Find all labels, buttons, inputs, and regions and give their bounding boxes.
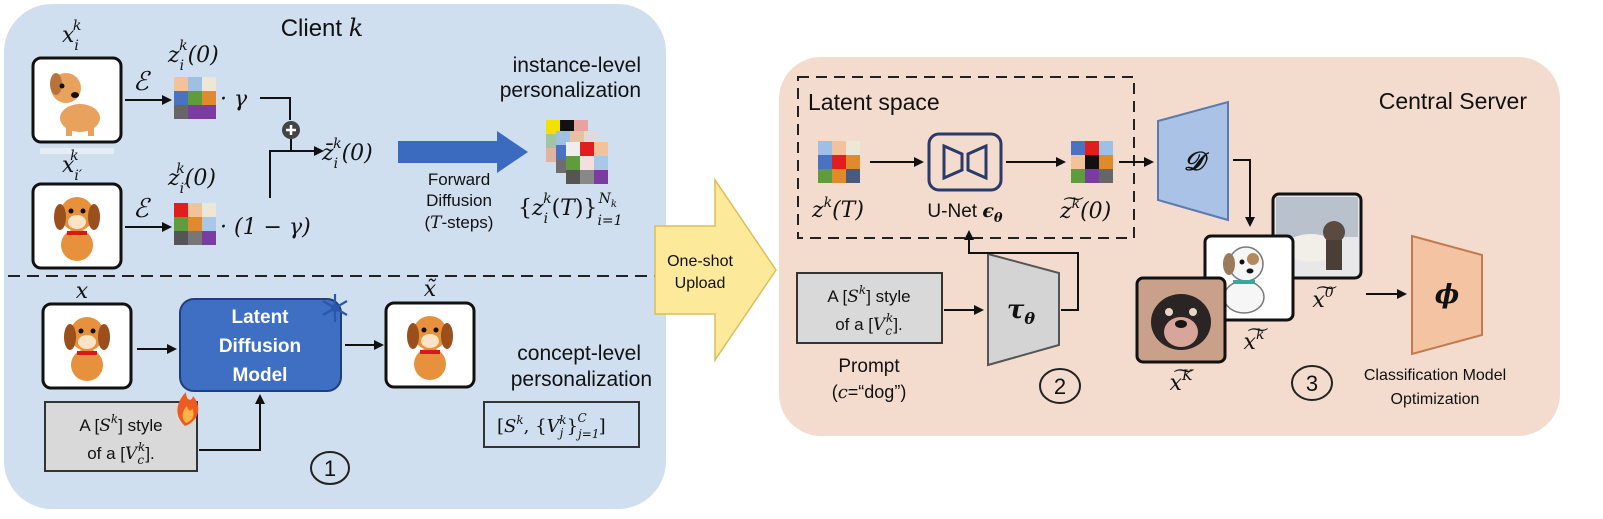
concept-level-label-2: personalization [511, 368, 652, 391]
step-1-label: 1 [324, 456, 336, 481]
classification-label-1: Classification Model [1364, 367, 1506, 384]
ldm-label-3: Model [233, 365, 288, 386]
arrow-decoder-to-images [1233, 159, 1255, 227]
upload-label-2: Upload [675, 275, 726, 292]
server-prompt-box [796, 272, 943, 344]
decoder-block [1157, 100, 1229, 222]
arrow-tau-to-unet [964, 230, 1079, 311]
latent-space-label: Latent space [808, 89, 940, 115]
zT-label: zk(T) [811, 195, 864, 223]
encoder-symbol-top: ℰ [133, 67, 151, 97]
concept-level-label-1: concept-level [517, 342, 641, 365]
prompt-condition-label: (c=“dog”) [832, 382, 907, 403]
x-i-label: xik [62, 18, 81, 54]
unet-label: U-Net ϵθ [927, 200, 1002, 226]
latent-grid-z0-tilde [1071, 141, 1113, 183]
upload-label-1: One-shot [667, 253, 733, 270]
one-shot-upload-arrow [654, 177, 777, 363]
phi-label: ϕ [1435, 280, 1459, 310]
client-input-dog [41, 302, 133, 390]
generated-cartoon-dog [1203, 234, 1295, 322]
fire-icon [177, 392, 199, 426]
x-iprime-label: xi′k [62, 148, 83, 184]
gamma-mult: · γ [220, 87, 248, 112]
client-prompt-box [44, 401, 198, 472]
classifier-phi [1411, 234, 1483, 356]
noisy-latent-stack [546, 120, 608, 184]
latent-grid-z-i [174, 77, 216, 119]
ldm-label-1: Latent [232, 307, 290, 328]
unet-icon [927, 132, 1003, 192]
client-dog-image-2 [31, 182, 123, 270]
prompt-to-ldm-line [199, 394, 265, 451]
forward-label-3: (T-steps) [425, 213, 494, 233]
latent-grid-zT [818, 141, 860, 183]
server-prompt-line-1: A [Sk] style [827, 283, 910, 307]
latent-diffusion-model-box [179, 298, 342, 392]
concept-set-box [483, 401, 640, 448]
client-generated-dog [384, 301, 476, 389]
oneminus-to-sum-line [269, 146, 324, 198]
step-3-marker [1291, 365, 1333, 401]
step-2-marker [1039, 368, 1081, 404]
step-1-marker [310, 451, 350, 485]
generated-photo-back [1271, 192, 1363, 280]
gamma-to-sum-line [260, 97, 291, 120]
client-prompt-line-2: of a [Vck]. [87, 440, 155, 467]
latent-space-box [797, 76, 1135, 239]
encoder-symbol-bottom: ℰ [133, 194, 151, 224]
client-title: Client k [281, 14, 364, 42]
client-prompt-line-1: A [Sk] style [79, 412, 162, 436]
forward-label-2: Diffusion [426, 191, 492, 210]
forward-diffusion-arrow [398, 131, 528, 173]
instance-level-label-2: personalization [500, 79, 641, 102]
x-label: x [76, 279, 89, 304]
z0-tilde-label: z͠k(0) [1059, 196, 1111, 224]
server-title: Central Server [1379, 88, 1528, 114]
forward-label-1: Forward [428, 170, 490, 189]
text-encoder-tau [987, 252, 1060, 367]
latent-grid-z-iprime [174, 203, 216, 245]
step-2-label: 2 [1054, 374, 1066, 399]
prompt-label: Prompt [838, 356, 900, 377]
instance-level-label-1: instance-level [513, 54, 641, 77]
generated-bulldog-photo [1135, 276, 1227, 364]
step-3-label: 3 [1306, 371, 1318, 396]
server-prompt-line-2: of a [Vck]. [835, 311, 903, 338]
snowflake-icon [322, 294, 348, 322]
classification-label-2: Optimization [1391, 391, 1480, 408]
client-panel [4, 4, 666, 509]
x-tilde-label: x̃ [424, 277, 437, 302]
ldm-label-2: Diffusion [219, 336, 301, 357]
one-minus-gamma-mult: · (1 − γ) [220, 215, 311, 240]
client-dog-image-1 [31, 56, 123, 144]
